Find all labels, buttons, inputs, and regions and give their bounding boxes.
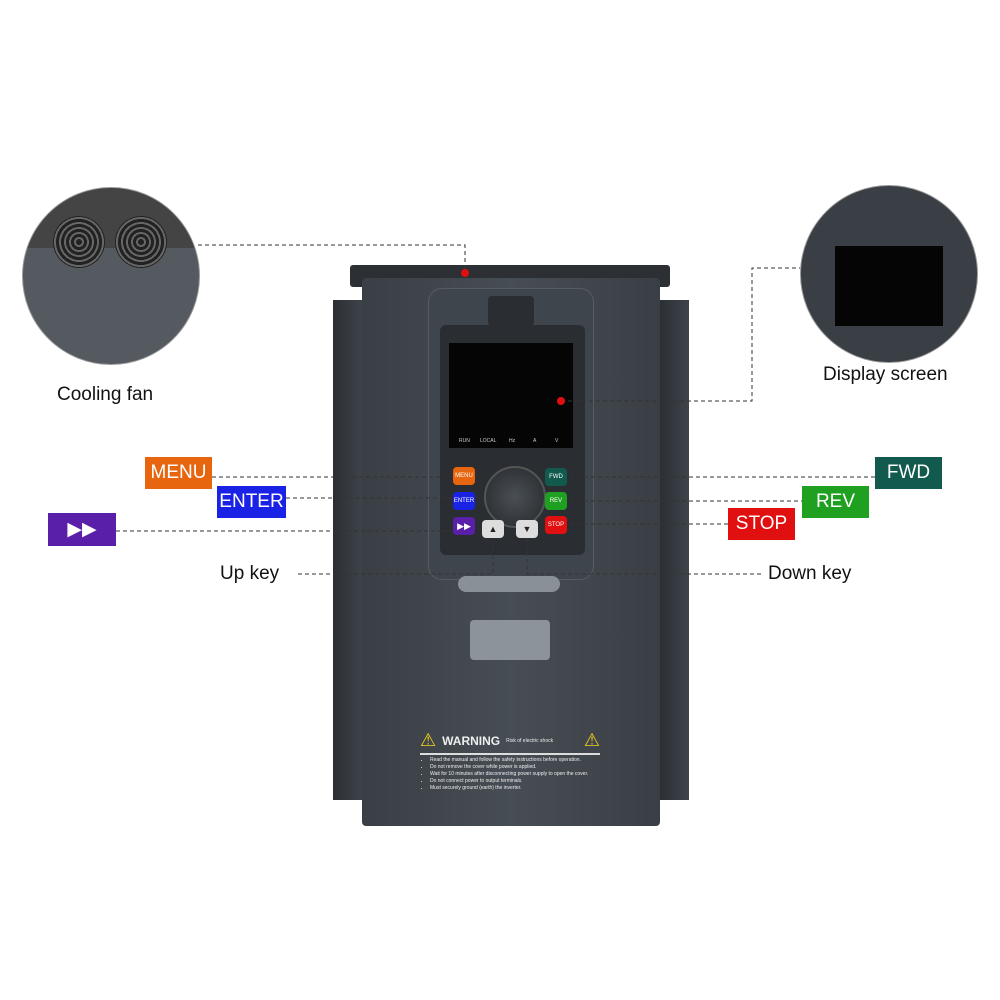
- indicator-hz: Hz: [509, 438, 516, 444]
- down-leader: [526, 538, 762, 575]
- down-key[interactable]: ▼: [516, 520, 538, 538]
- fan-leader: [198, 244, 466, 272]
- fast-forward-key[interactable]: ▶▶: [453, 517, 475, 535]
- display-screen: RUN LOCAL Hz A V: [449, 343, 573, 448]
- down-key-label: Down key: [768, 563, 852, 584]
- stop-key[interactable]: STOP: [545, 516, 567, 534]
- fwd-key[interactable]: FWD: [545, 468, 567, 486]
- warning-line: Do not remove the cover while power is a…: [430, 764, 600, 771]
- menu-callout: MENU: [145, 457, 212, 489]
- menu-key[interactable]: MENU: [453, 467, 475, 485]
- enter-key[interactable]: ENTER: [453, 492, 475, 510]
- down-arrow-icon: ▼: [522, 524, 532, 534]
- warning-line: Must securely ground (earth) the inverte…: [430, 785, 600, 792]
- warning-title: WARNING: [442, 733, 501, 748]
- right-heatsink-fin: [659, 300, 689, 800]
- cooling-fan-label: Cooling fan: [57, 384, 154, 405]
- warning-label: ⚠ WARNING Risk of electric shock ⚠ Read …: [420, 730, 600, 800]
- double-play-icon: ▶▶: [457, 520, 471, 531]
- enter-callout: ENTER: [217, 486, 286, 518]
- marker-dot: [557, 397, 565, 405]
- indicator-run: RUN: [459, 438, 470, 444]
- double-play-icon: ▶▶: [67, 519, 97, 540]
- stop-callout: STOP: [728, 508, 795, 540]
- display-screen-label: Display screen: [823, 364, 948, 385]
- warning-triangle-icon: ⚠: [583, 730, 600, 750]
- up-key-label: Up key: [220, 563, 280, 584]
- marker-dot: [461, 269, 469, 277]
- up-arrow-icon: ▲: [488, 524, 498, 534]
- warning-line: Do not connect power to output terminals…: [430, 778, 600, 785]
- warning-line: Wait for 10 minutes after disconnecting …: [430, 771, 600, 778]
- warning-triangle-icon: ⚠: [420, 730, 437, 750]
- left-heatsink-fin: [333, 300, 363, 800]
- warning-subtitle: Risk of electric shock: [506, 737, 554, 744]
- rev-key[interactable]: REV: [545, 492, 567, 510]
- rev-callout: REV: [802, 486, 869, 518]
- potentiometer-dial[interactable]: [484, 466, 546, 528]
- fan-icon: [115, 216, 167, 268]
- up-key[interactable]: ▲: [482, 520, 504, 538]
- cover-window: [470, 620, 550, 660]
- warning-line: Read the manual and follow the safety in…: [430, 757, 600, 764]
- handle-bar: [458, 576, 560, 592]
- fan-icon: [53, 216, 105, 268]
- fwd-callout: FWD: [875, 457, 942, 489]
- display-leader: [561, 267, 800, 402]
- keypad-latch: [488, 296, 534, 326]
- cooling-fan-detail: [22, 187, 200, 365]
- indicator-a: A: [533, 438, 537, 444]
- fast-forward-callout: ▶▶: [48, 513, 116, 546]
- indicator-v: V: [555, 438, 559, 444]
- display-screen-detail: [800, 185, 978, 363]
- keypad: RUN LOCAL Hz A V: [440, 325, 585, 555]
- up-leader: [298, 538, 494, 575]
- indicator-local: LOCAL: [480, 438, 497, 444]
